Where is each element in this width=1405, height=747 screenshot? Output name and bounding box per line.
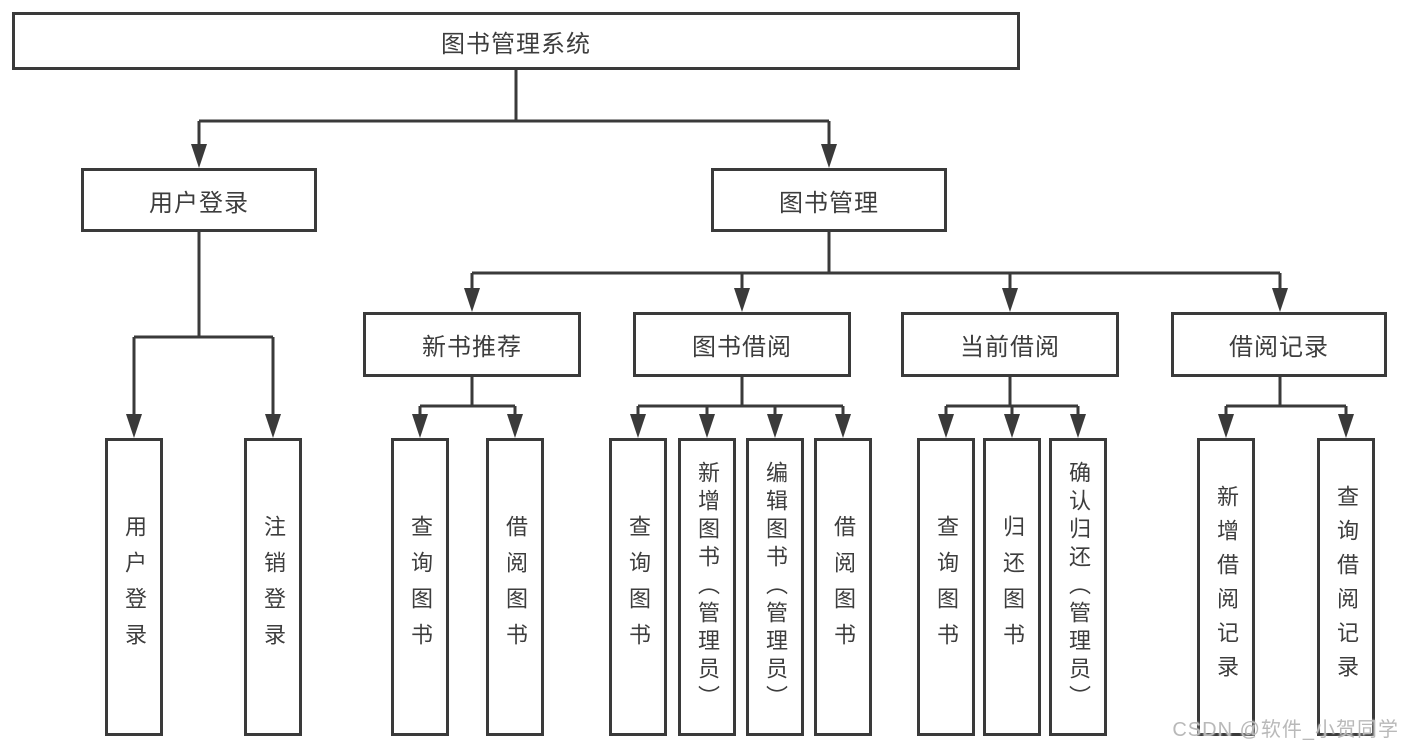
leaf-query-books-current: 查询图书 (917, 438, 975, 736)
leaf-return-books: 归还图书 (983, 438, 1041, 736)
leaf-edit-books-admin: 编辑图书（管理员） (746, 438, 804, 736)
leaf-logout: 注销登录 (244, 438, 302, 736)
node-borrowing-records: 借阅记录 (1171, 312, 1387, 377)
leaf-confirm-return-admin: 确认归还（管理员） (1049, 438, 1107, 736)
node-new-book-recommendation: 新书推荐 (363, 312, 581, 377)
leaf-borrow-books-recommend: 借阅图书 (486, 438, 544, 736)
leaf-query-books-recommend: 查询图书 (391, 438, 449, 736)
connector-segments (132, 69, 1348, 420)
leaf-add-books-admin: 新增图书（管理员） (678, 438, 736, 736)
leaf-add-borrow-record: 新增借阅记录 (1197, 438, 1255, 736)
leaf-query-borrow-record: 查询借阅记录 (1317, 438, 1375, 736)
node-library-management-system: 图书管理系统 (12, 12, 1020, 70)
arrowheads (126, 144, 1354, 438)
leaf-query-books-borrow: 查询图书 (609, 438, 667, 736)
node-current-borrowing: 当前借阅 (901, 312, 1119, 377)
csdn-watermark: CSDN @软件_小贺同学 (1172, 719, 1399, 741)
node-user-login: 用户登录 (81, 168, 317, 232)
leaf-user-login: 用户登录 (105, 438, 163, 736)
node-book-management: 图书管理 (711, 168, 947, 232)
node-book-borrowing: 图书借阅 (633, 312, 851, 377)
leaf-borrow-books: 借阅图书 (814, 438, 872, 736)
